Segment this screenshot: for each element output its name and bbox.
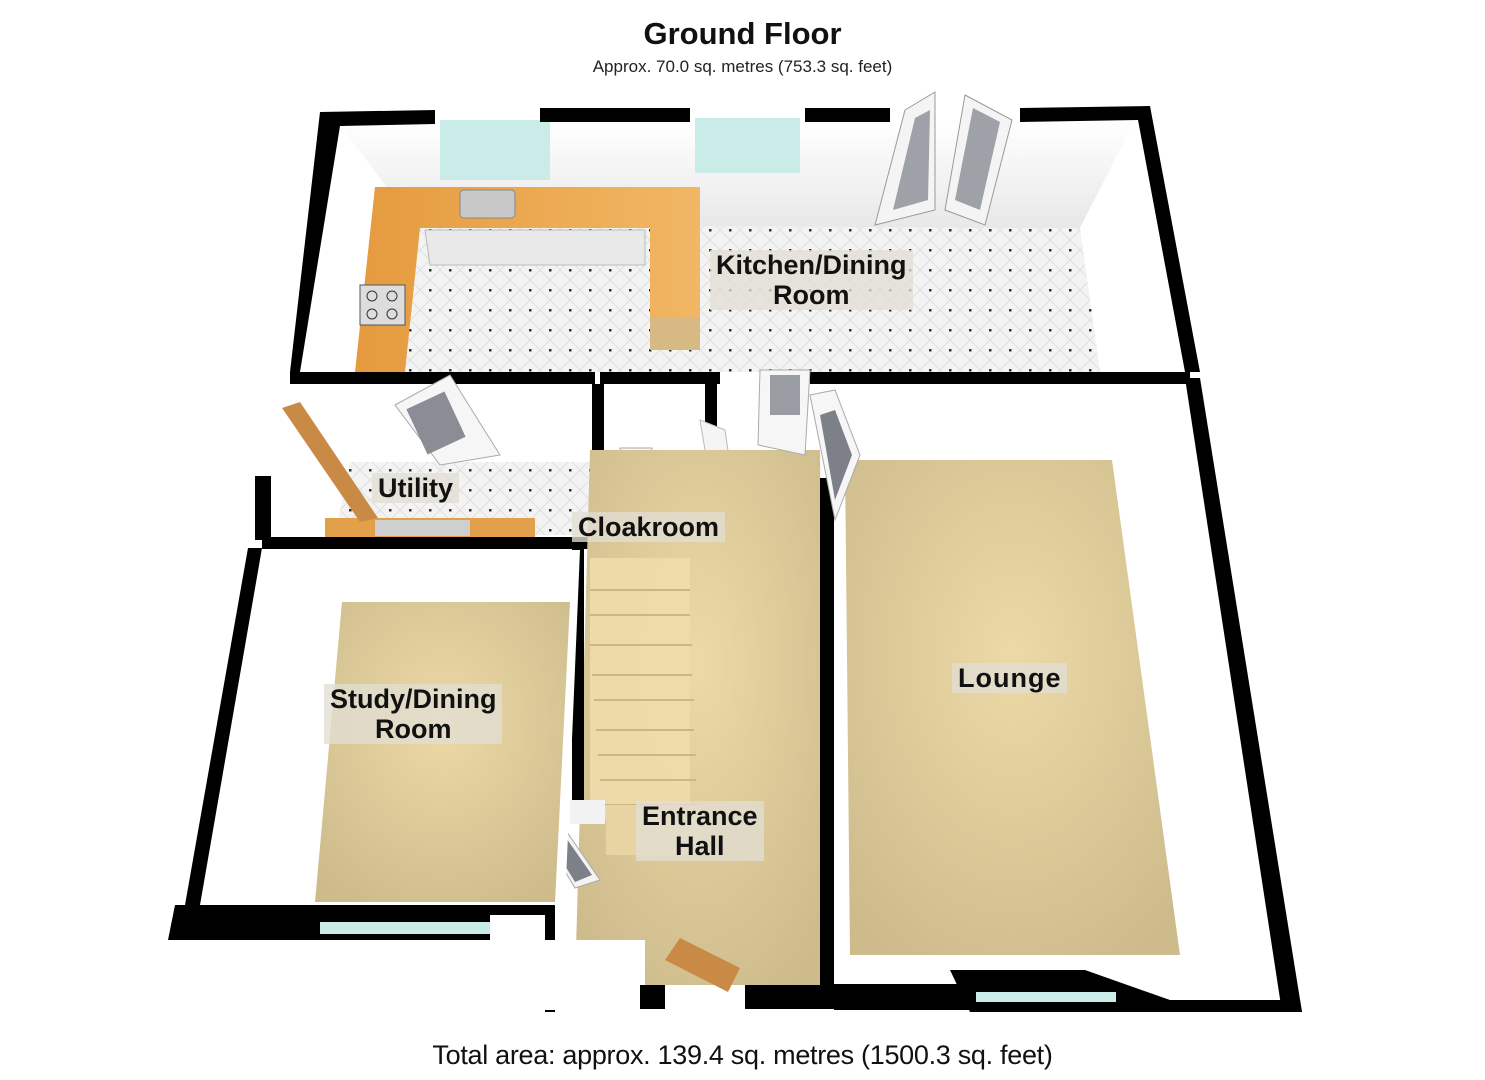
kitchen-worktop bbox=[355, 187, 700, 372]
room-label-utility: Utility bbox=[372, 473, 460, 503]
room-label-cloakroom: Cloakroom bbox=[572, 512, 726, 542]
french-doors bbox=[874, 91, 1013, 226]
window bbox=[320, 922, 490, 934]
room-label-study-dining: Study/Dining Room bbox=[324, 684, 503, 744]
back-door bbox=[282, 402, 378, 522]
hob bbox=[359, 284, 406, 326]
total-area-footer: Total area: approx. 139.4 sq. metres (15… bbox=[432, 1040, 1053, 1070]
room-label-kitchen-dining: Kitchen/Dining Room bbox=[710, 250, 913, 310]
window bbox=[440, 120, 550, 180]
room-label-entrance-hall: Entrance Hall bbox=[636, 801, 764, 861]
utility-room bbox=[255, 374, 604, 549]
kitchen-dining-room bbox=[290, 91, 1200, 384]
window bbox=[976, 992, 1116, 1002]
floor-area-subtitle: Approx. 70.0 sq. metres (753.3 sq. feet) bbox=[592, 57, 893, 76]
room-label-lounge: Lounge bbox=[952, 663, 1068, 693]
front-door bbox=[665, 938, 740, 992]
floor-title: Ground Floor bbox=[643, 16, 842, 51]
staircase bbox=[590, 558, 701, 855]
window bbox=[695, 118, 800, 173]
kitchen-sink bbox=[459, 189, 516, 219]
